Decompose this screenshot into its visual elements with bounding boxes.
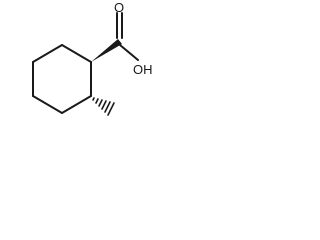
hash-line bbox=[101, 100, 107, 110]
wedge-bond bbox=[91, 39, 122, 62]
ring-bond bbox=[61, 44, 92, 63]
ring-bond bbox=[61, 95, 92, 114]
structure-canvas: O OH bbox=[0, 0, 160, 136]
hash-line bbox=[104, 101, 111, 113]
hash-line bbox=[98, 99, 103, 107]
ring-bond bbox=[32, 95, 63, 114]
hydroxyl-label: OH bbox=[133, 62, 153, 77]
hash-line bbox=[92, 97, 95, 101]
hashed-bond bbox=[92, 97, 115, 116]
hash-line bbox=[95, 98, 99, 104]
carbonyl-oxygen-label: O bbox=[114, 0, 124, 15]
ring-bond bbox=[32, 44, 63, 63]
hydroxyl-bond bbox=[119, 44, 139, 61]
skeletal-structure: O OH bbox=[32, 0, 153, 116]
hash-line bbox=[107, 102, 115, 116]
